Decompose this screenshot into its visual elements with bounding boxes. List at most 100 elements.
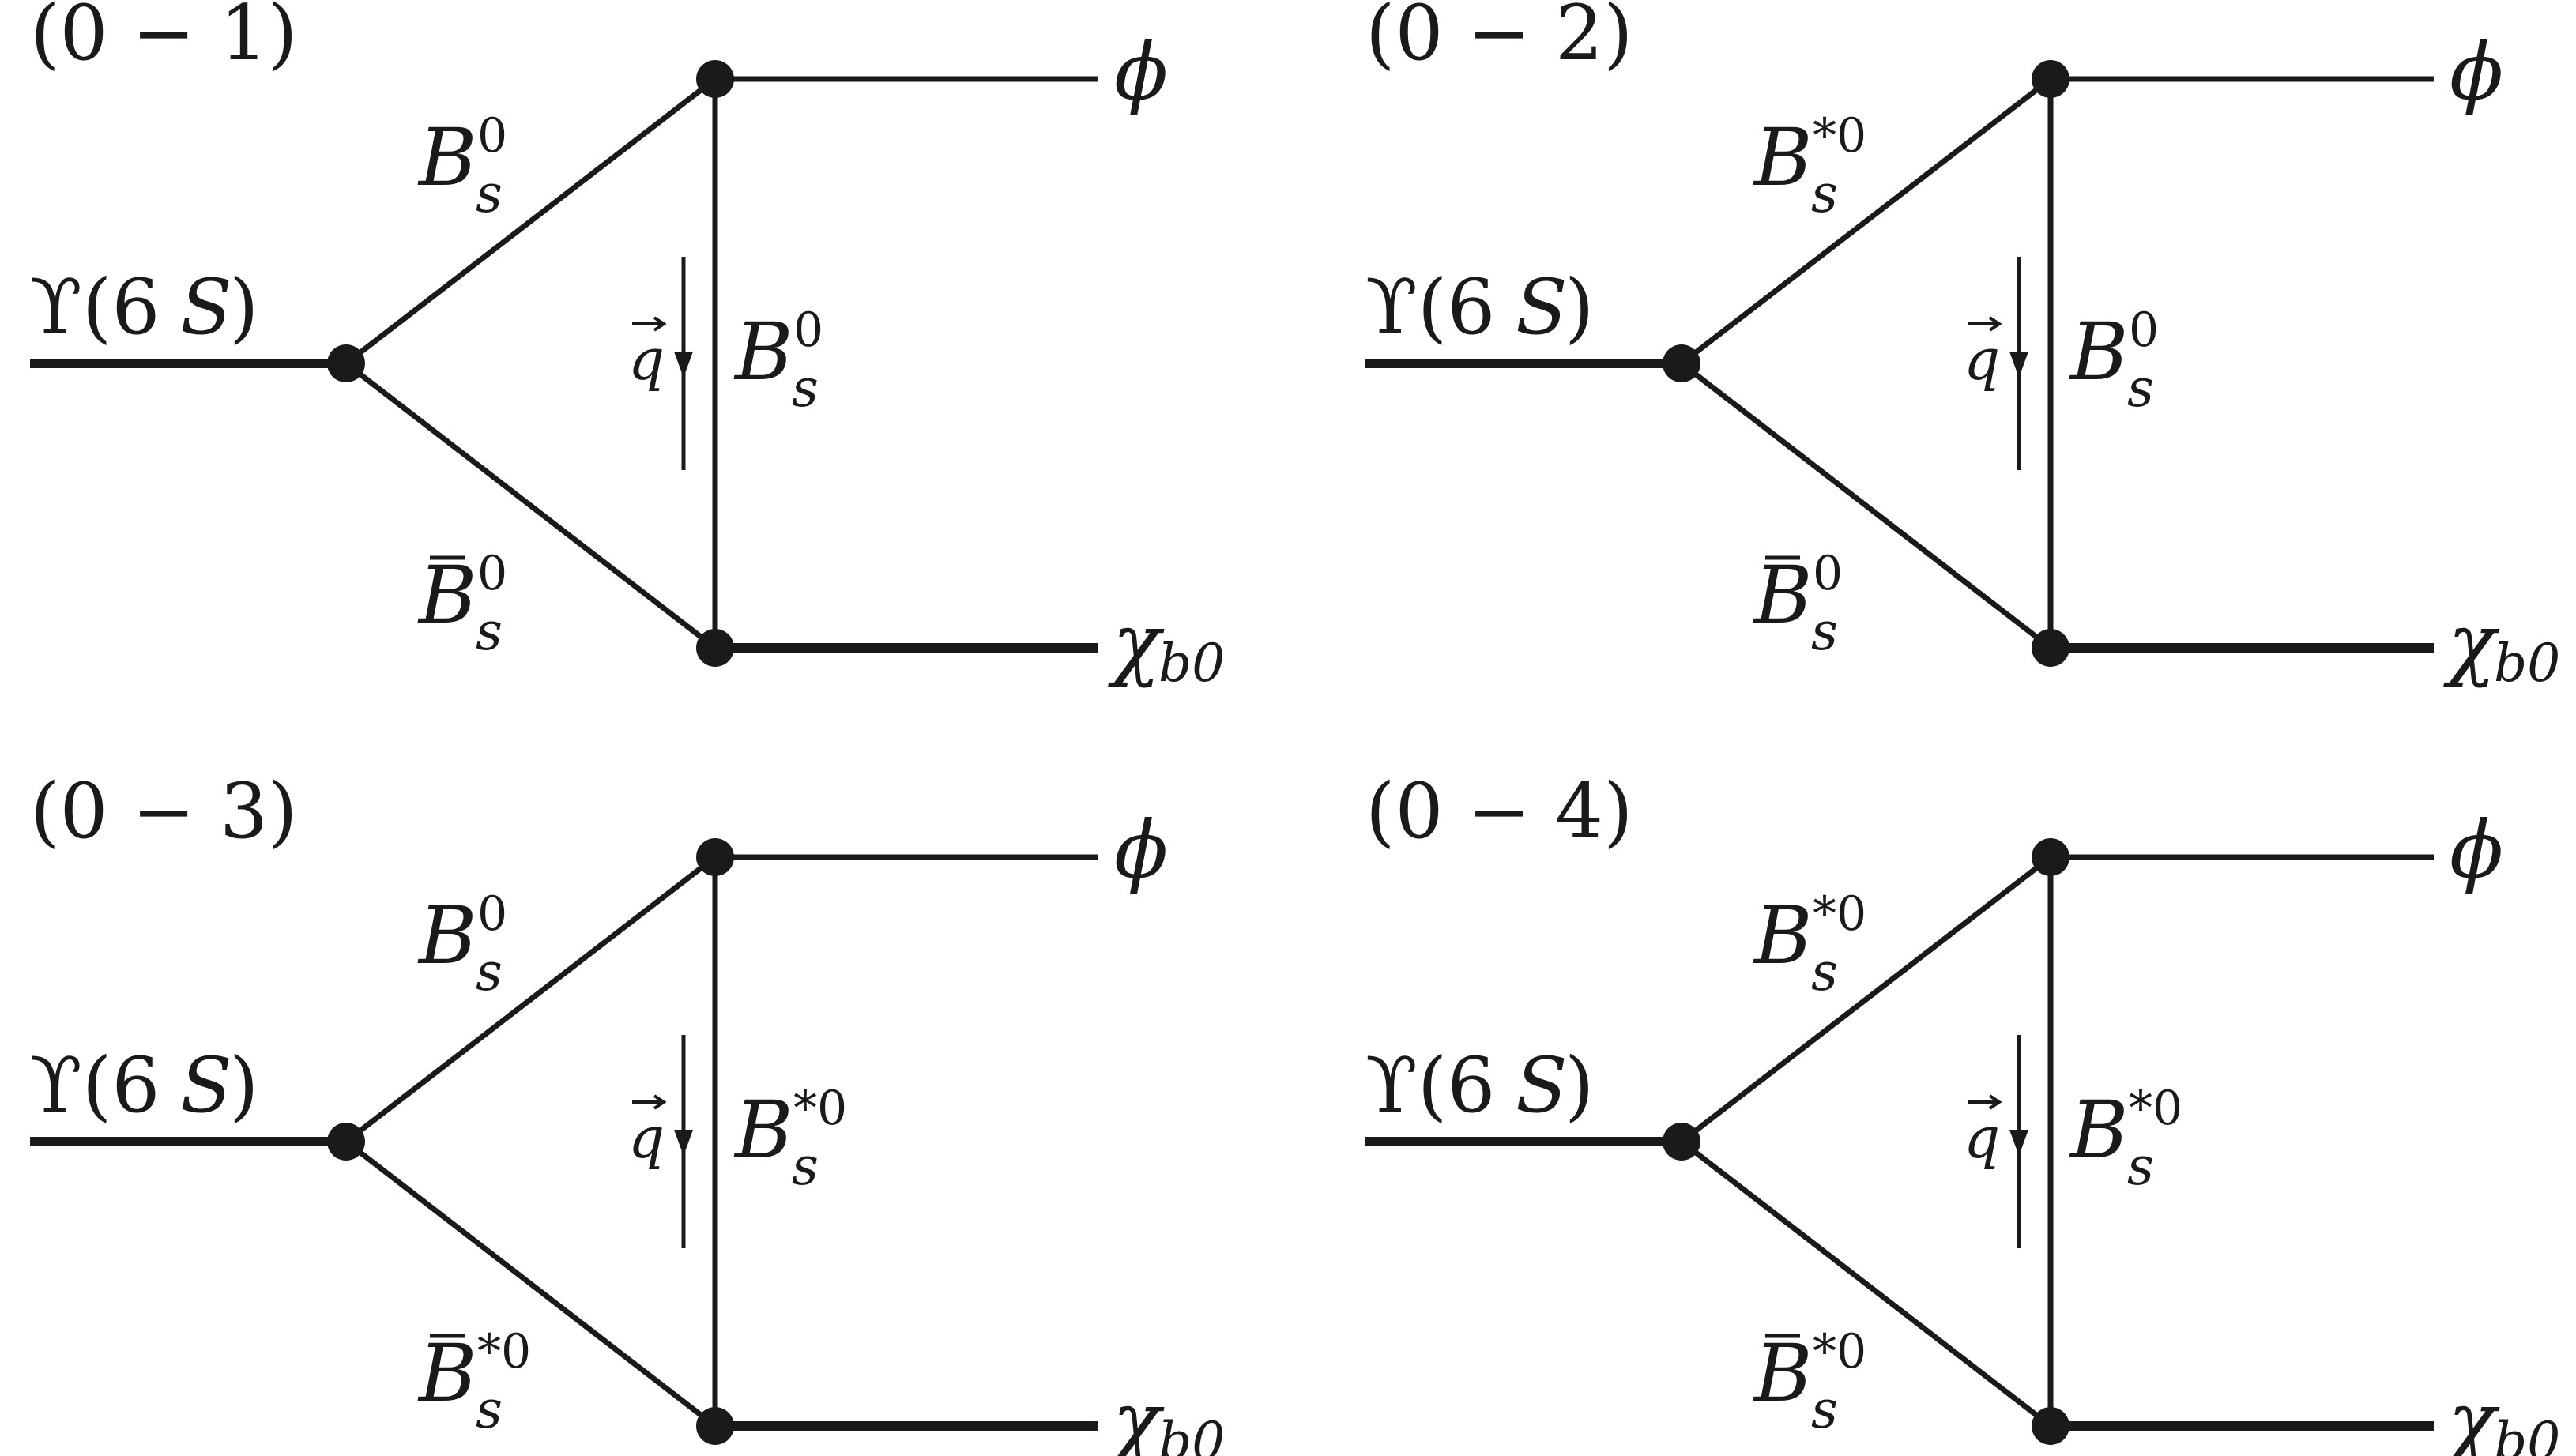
chi-base: χ: [1108, 1375, 1165, 1456]
exchange-label-base: B: [733, 306, 793, 398]
upper-leg-label-sub: s: [1811, 164, 1838, 224]
chi-sub: b0: [2494, 633, 2560, 694]
lower-meson-line: [1679, 361, 2053, 650]
lower-leg-label-sub: s: [476, 601, 503, 662]
lower-leg-label-sub: s: [476, 1379, 503, 1440]
vertex-bottom: [696, 629, 734, 667]
exchange-label-sub: s: [792, 358, 819, 419]
momentum-label: q: [628, 1104, 665, 1171]
vertex-top: [2032, 838, 2069, 876]
exchange-label-sup: 0: [793, 303, 823, 358]
exchange-label: B*0s: [2069, 1081, 2182, 1197]
exchange-label-base: B: [2069, 1084, 2129, 1176]
momentum-label: q: [628, 326, 665, 393]
initial-base: ϒ(6: [30, 1041, 160, 1130]
exchange-label-sup: 0: [2129, 303, 2159, 358]
diagram-tag: (0 − 2): [1365, 0, 1633, 77]
chi-sub: b0: [1158, 633, 1225, 694]
phi-label: ϕ: [1114, 803, 1168, 896]
exchange-label-sub: s: [2127, 1136, 2154, 1197]
vertex-top: [696, 838, 734, 876]
upper-meson-line: [344, 855, 717, 1144]
upper-leg-label-sub: s: [1811, 942, 1838, 1003]
chi-label: χb0: [2443, 1375, 2560, 1456]
exchange-label: B*0s: [733, 1081, 847, 1197]
lower-leg-label-sub: s: [1811, 601, 1838, 662]
exchange-label-sub: s: [792, 1136, 819, 1197]
lower-leg-label-base: B: [417, 549, 477, 641]
phi-label: ϕ: [2450, 25, 2503, 118]
lower-leg-label-sup: *0: [1813, 1324, 1866, 1379]
lower-meson-line: [1679, 1139, 2053, 1428]
lower-meson-line: [344, 1139, 717, 1428]
chi-label: χb0: [1108, 596, 1225, 694]
momentum-arrowhead: [2009, 352, 2028, 378]
upper-meson-line: [1679, 77, 2053, 366]
upper-leg-label: B*0s: [1753, 108, 1866, 224]
initial-italic: S: [180, 1041, 232, 1130]
lower-leg-label-sup: 0: [477, 546, 507, 601]
upper-leg-label-base: B: [1753, 111, 1813, 204]
diagram-tag: (0 − 4): [1365, 767, 1633, 856]
chi-base: χ: [1108, 596, 1165, 689]
momentum-arrowhead: [674, 352, 693, 378]
exchange-label-sub: s: [2127, 358, 2154, 419]
vertex-initial: [327, 344, 365, 382]
vertex-top: [2032, 60, 2069, 98]
initial-italic: S: [180, 263, 232, 352]
upper-leg-label: B*0s: [1753, 886, 1866, 1003]
lower-leg-label: B*0s: [1753, 1324, 1866, 1440]
exchange-label-sup: *0: [2129, 1081, 2182, 1136]
upper-leg-label-base: B: [417, 890, 477, 982]
phi-label: ϕ: [1114, 25, 1168, 118]
initial-base: ϒ(6: [1365, 263, 1495, 352]
lower-leg-label-sup: *0: [477, 1324, 531, 1379]
upper-leg-label-base: B: [1753, 890, 1813, 982]
momentum-label: q: [1964, 1104, 2000, 1171]
vector-arrow-icon: [632, 1094, 667, 1110]
initial-close: ): [1565, 263, 1594, 352]
upper-leg-label-sub: s: [476, 942, 503, 1003]
chi-label: χb0: [2443, 596, 2560, 694]
vertex-top: [696, 60, 734, 98]
vertex-initial: [327, 1123, 365, 1161]
diagram-tag: (0 − 1): [30, 0, 298, 77]
initial-close: ): [1565, 1041, 1594, 1130]
initial-base: ϒ(6: [30, 263, 160, 352]
exchange-label-sup: *0: [793, 1081, 847, 1136]
vertex-bottom: [2032, 629, 2069, 667]
upper-leg-label-sup: 0: [477, 108, 507, 164]
vertex-initial: [1663, 1123, 1700, 1161]
lower-leg-label-base: B: [1753, 1327, 1813, 1420]
upper-leg-label-sup: *0: [1813, 886, 1866, 942]
momentum-label: q: [1964, 326, 2000, 393]
upper-meson-line: [344, 77, 717, 366]
upper-meson-line: [1679, 855, 2053, 1144]
initial-italic: S: [1516, 263, 1568, 352]
momentum-arrowhead: [2009, 1130, 2028, 1156]
vertex-bottom: [2032, 1407, 2069, 1445]
lower-leg-label-sub: s: [1811, 1379, 1838, 1440]
chi-label: χb0: [1108, 1375, 1225, 1456]
chi-sub: b0: [2494, 1411, 2560, 1456]
exchange-label-base: B: [2069, 306, 2129, 398]
vector-arrow-icon: [1968, 1094, 2002, 1110]
initial-close: ): [229, 263, 258, 352]
lower-leg-label-base: B: [1753, 549, 1813, 641]
upper-leg-label-sup: *0: [1813, 108, 1866, 164]
vector-arrow-icon: [632, 316, 667, 332]
initial-italic: S: [1516, 1041, 1568, 1130]
upper-leg-label-sup: 0: [477, 886, 507, 942]
